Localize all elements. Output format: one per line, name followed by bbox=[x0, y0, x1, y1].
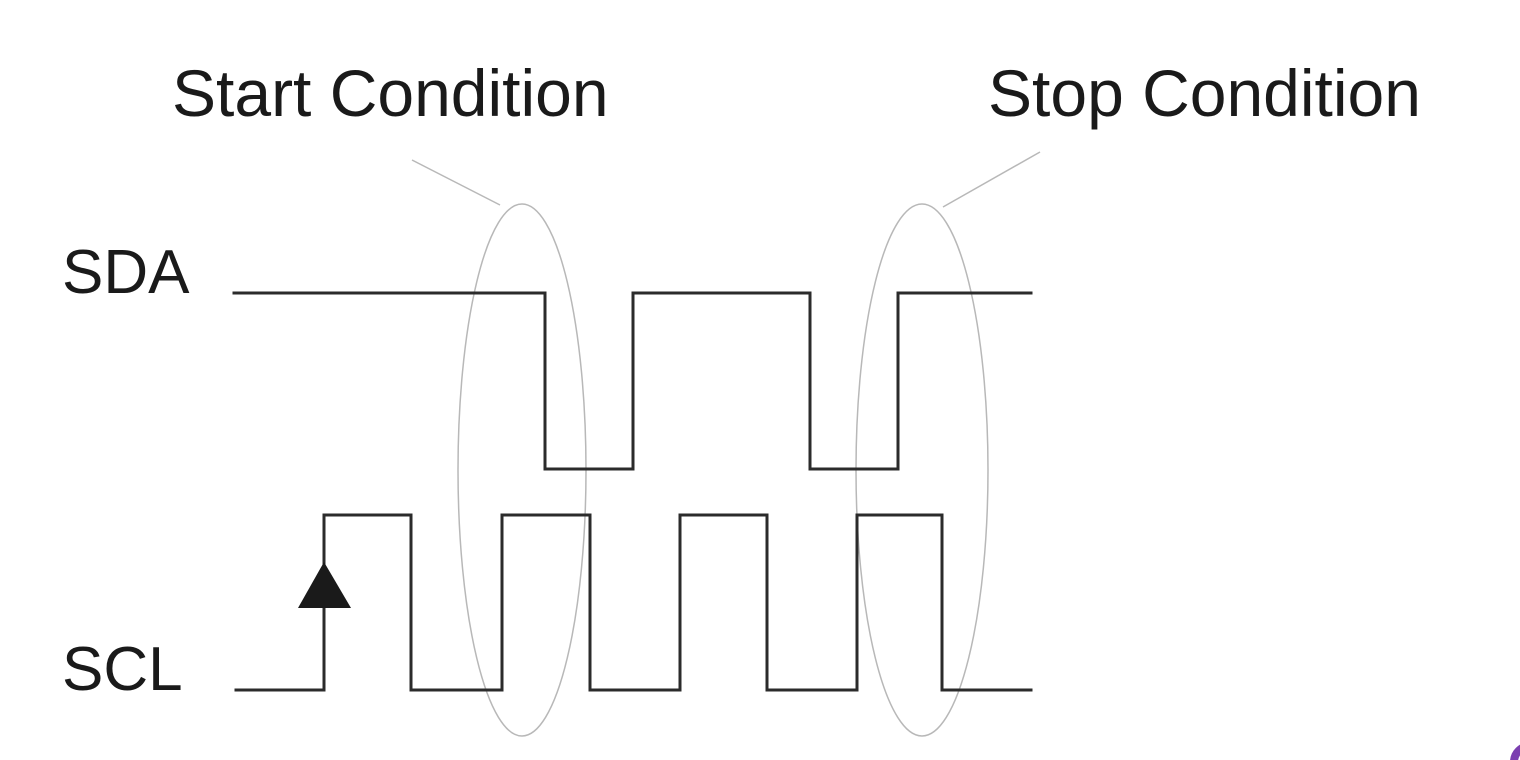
start-condition-leader bbox=[411, 159, 501, 206]
rising-edge-arrow-icon bbox=[298, 562, 351, 608]
sda-waveform bbox=[232, 291, 1033, 471]
stop-condition-label: Stop Condition bbox=[988, 56, 1421, 130]
corner-accent-icon bbox=[1510, 744, 1520, 760]
stop-condition-leader bbox=[942, 151, 1041, 208]
scl-label: SCL bbox=[62, 635, 183, 704]
sda-label: SDA bbox=[62, 238, 190, 307]
start-condition-label: Start Condition bbox=[172, 56, 609, 130]
scl-waveform bbox=[234, 513, 1033, 692]
